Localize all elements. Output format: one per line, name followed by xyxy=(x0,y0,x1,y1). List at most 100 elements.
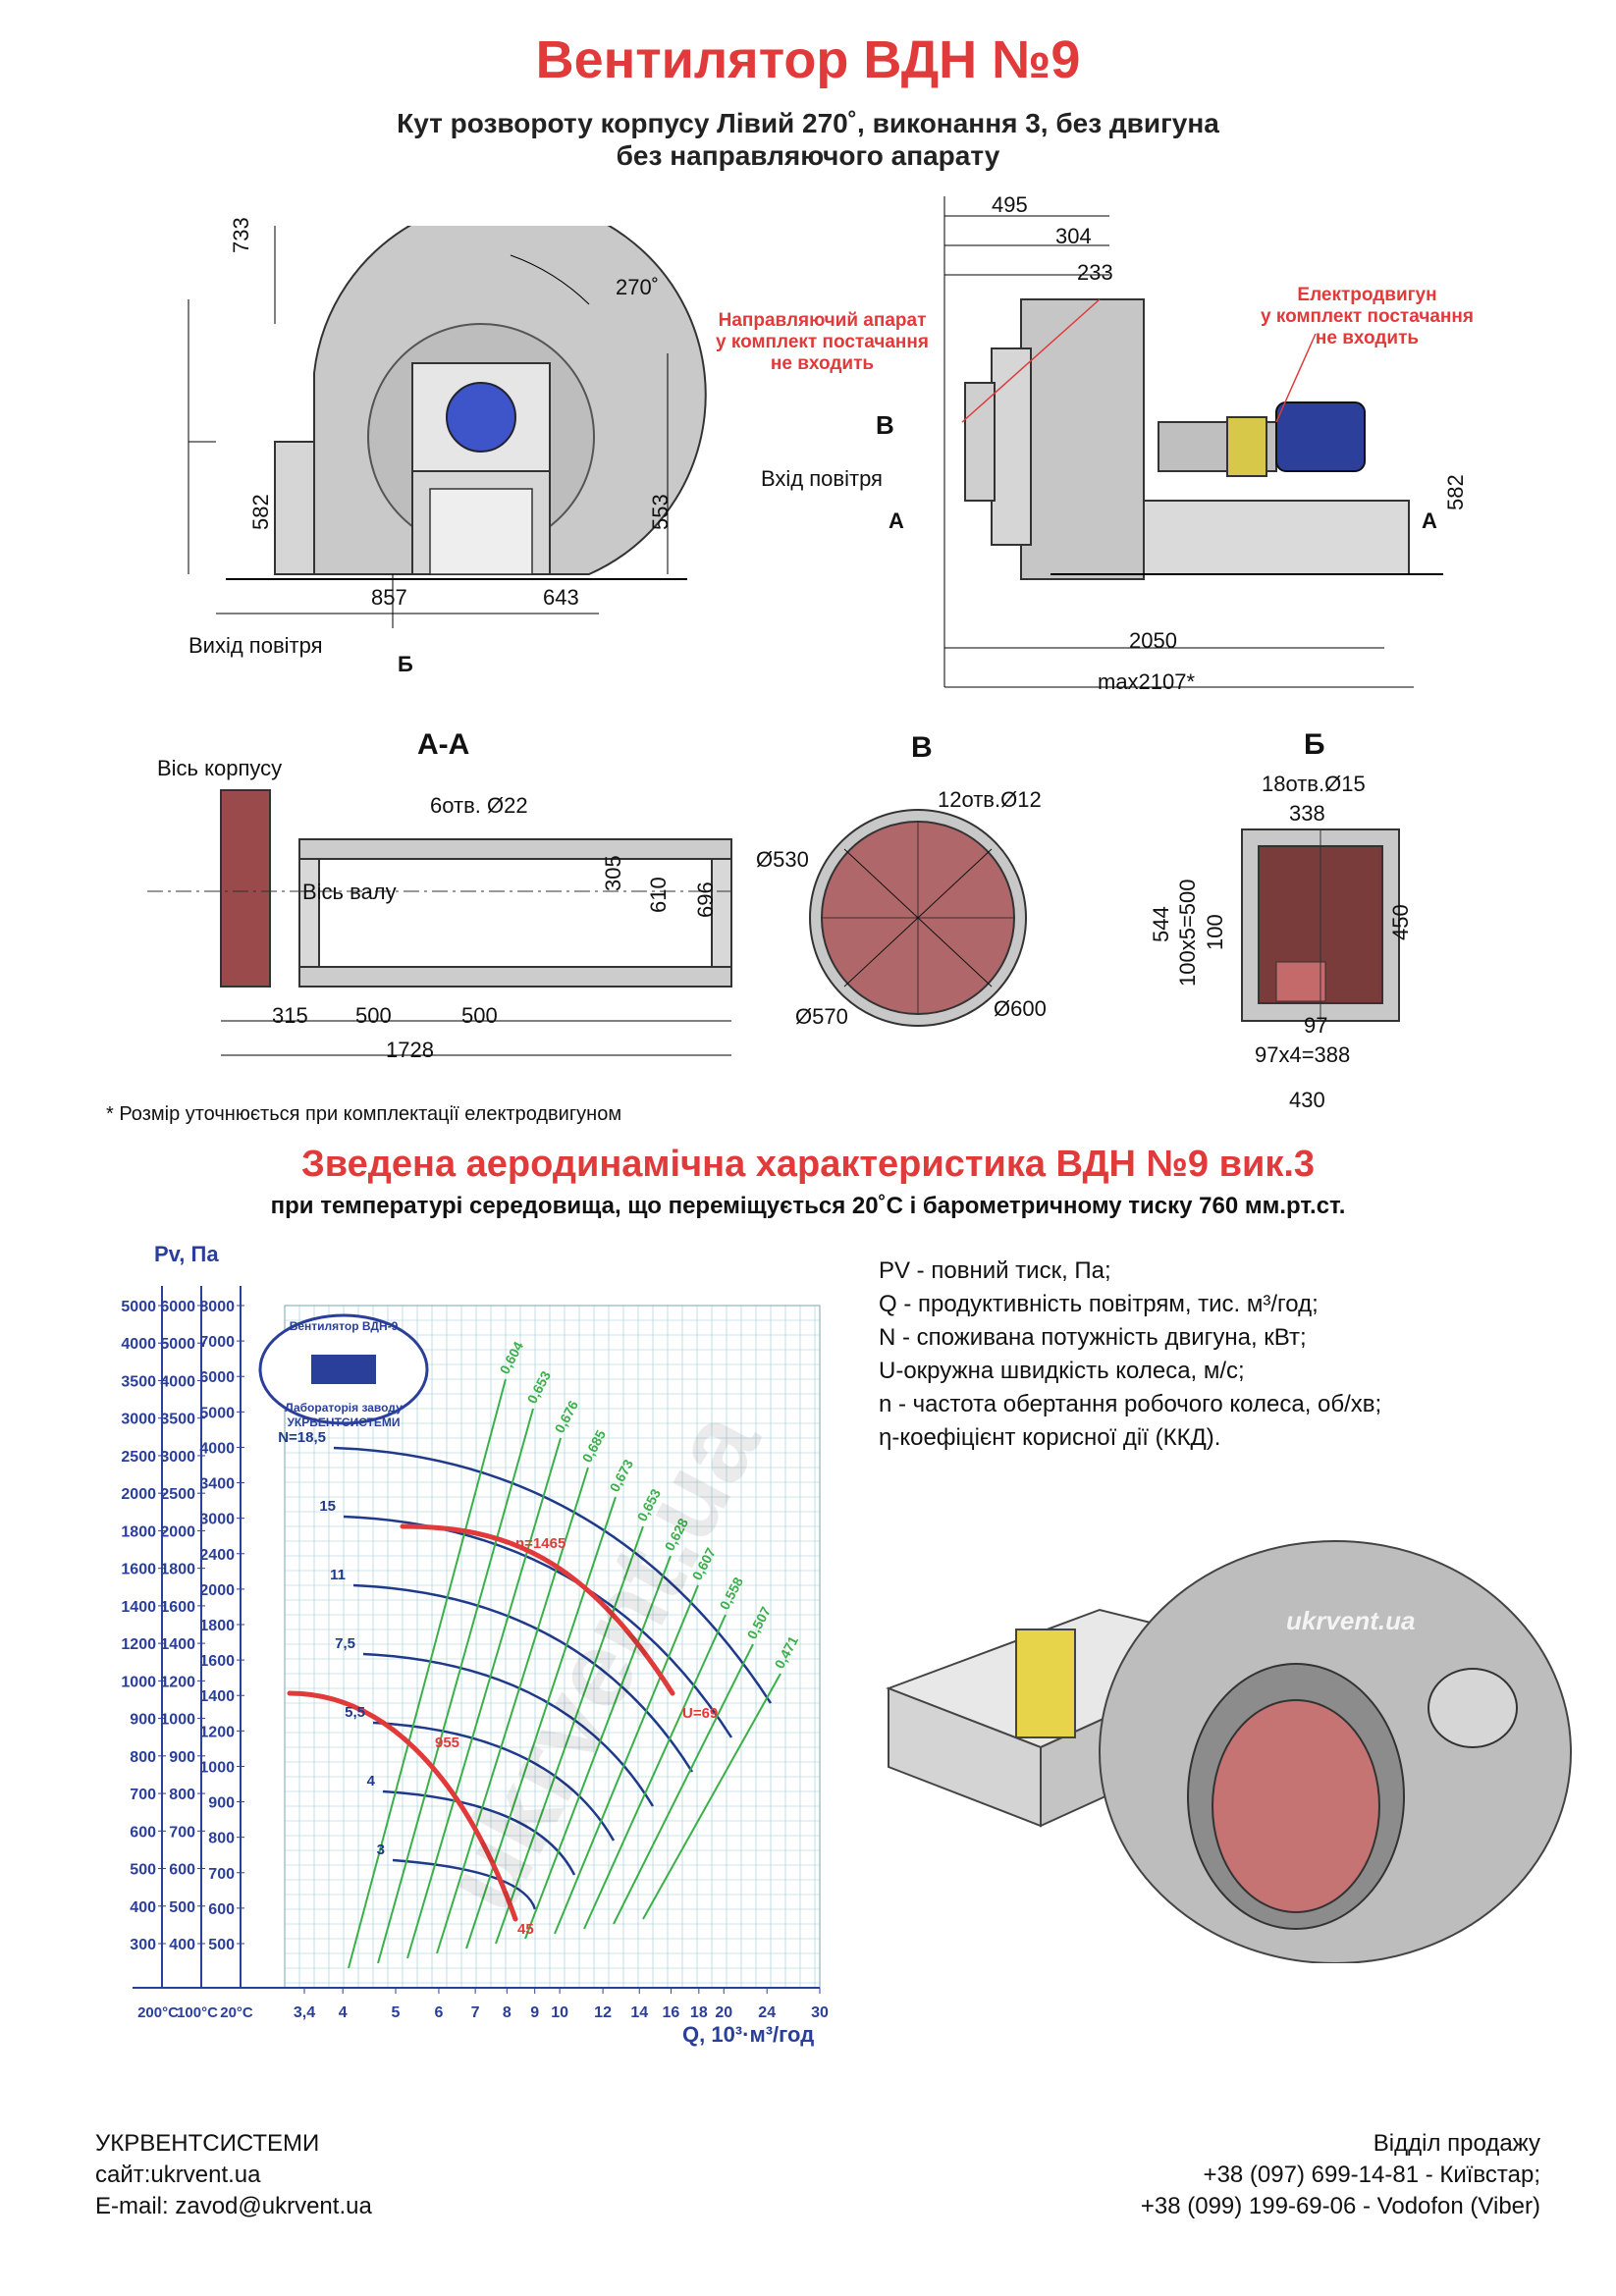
x-axis-label: Q, 10³·м³/год xyxy=(682,2022,815,2047)
y-tick-label: 2500 xyxy=(160,1486,195,1503)
y-tick-label: 1400 xyxy=(199,1688,235,1705)
dim-643: 643 xyxy=(543,585,579,610)
speed-curve xyxy=(287,1690,518,1922)
y-tick-label: 1800 xyxy=(160,1562,195,1578)
y-tick-label: 500 xyxy=(130,1862,156,1879)
power-label: 4 xyxy=(367,1773,376,1789)
dim-max2107: max2107* xyxy=(1098,669,1196,694)
speed-curve xyxy=(400,1523,675,1696)
efficiency-label: 0,653 xyxy=(524,1368,555,1407)
efficiency-line xyxy=(642,1673,781,1920)
power-label: 3 xyxy=(377,1842,385,1858)
efficiency-line xyxy=(583,1614,727,1930)
x-tick-label: 6 xyxy=(434,2004,443,2021)
y-tick-label: 2000 xyxy=(121,1486,156,1503)
x-tick-label: 24 xyxy=(758,2004,776,2021)
y-tick-label: 3500 xyxy=(160,1412,195,1428)
sales-dept: Відділ продажу xyxy=(1373,2130,1540,2157)
x-tick-label: 30 xyxy=(811,2004,829,2021)
power-curve xyxy=(343,1515,733,1738)
x-tick-label: 5 xyxy=(392,2004,401,2021)
phone-kyivstar[interactable]: +38 (097) 699-14-81 - Київстар; xyxy=(1203,2162,1540,2188)
efficiency-label: 0,676 xyxy=(552,1398,582,1436)
y-tick-label: 1800 xyxy=(121,1523,156,1540)
render-watermark: ukrvent.ua xyxy=(1286,1606,1416,1635)
phone-vodafone[interactable]: +38 (099) 199-69-06 - Vodofon (Viber) xyxy=(1140,2193,1540,2219)
footer-left: УКРВЕНТСИСТЕМИ сайт:ukrvent.ua E-mail: z… xyxy=(95,2128,372,2222)
y-tick-label: 1400 xyxy=(121,1599,156,1616)
y-tick-label: 800 xyxy=(169,1787,195,1803)
angle-label: 270˚ xyxy=(616,275,660,299)
power-curve xyxy=(352,1583,694,1773)
x-tick-label: 14 xyxy=(630,2004,648,2021)
dim-553: 553 xyxy=(648,494,673,530)
legend-u: U-окружна швидкість колеса, м/с; xyxy=(879,1358,1245,1384)
power-curve xyxy=(382,1789,576,1876)
section-v-drawing xyxy=(809,809,1027,1027)
company-email[interactable]: E-mail: zavod@ukrvent.ua xyxy=(95,2193,372,2219)
dim-233: 233 xyxy=(1077,260,1113,285)
x-tick-label: 20 xyxy=(715,2004,732,2021)
speed-end-label: 45 xyxy=(517,1921,534,1938)
y-tick-label: 2500 xyxy=(121,1449,156,1466)
x-tick-label: 8 xyxy=(503,2004,512,2021)
efficiency-line xyxy=(495,1525,644,1945)
dim-100x5: 100x5=500 xyxy=(1175,879,1200,988)
holes-b: 18отв.Ø15 xyxy=(1262,772,1366,796)
speed-label: n=1465 xyxy=(515,1535,566,1552)
legend-eta: η-коефіцієнт корисної дії (ККД). xyxy=(879,1424,1221,1451)
dia-600: Ø600 xyxy=(994,996,1047,1021)
logo-text: Вентилятор ВДН-9 xyxy=(290,1319,399,1333)
x-tick-label: 10 xyxy=(551,2004,568,2021)
y-tick-label: 1000 xyxy=(121,1674,156,1690)
y-tick-label: 1800 xyxy=(199,1618,235,1634)
dim-2050: 2050 xyxy=(1129,628,1177,653)
y-tick-label: 1200 xyxy=(160,1674,195,1690)
y-tick-label: 700 xyxy=(208,1866,235,1883)
section-b-title: Б xyxy=(1304,728,1325,761)
y-tick-label: 5000 xyxy=(160,1336,195,1353)
x-tick-label: 12 xyxy=(594,2004,612,2021)
company-name: УКРВЕНТСИСТЕМИ xyxy=(95,2130,320,2157)
x-tick-label: 3,4 xyxy=(294,2004,315,2021)
dim-610: 610 xyxy=(646,877,671,913)
section-mark-b: Б xyxy=(398,652,413,676)
chart-curves xyxy=(287,1378,781,1969)
power-curve xyxy=(333,1446,773,1704)
fan-3d-render: ukrvent.ua xyxy=(886,1540,1572,1963)
dim-305: 305 xyxy=(601,855,625,891)
page-subtitle-2: без направляючого апарату xyxy=(616,140,1000,171)
power-label: 5,5 xyxy=(345,1704,365,1721)
x-tick-label: 7 xyxy=(471,2004,480,2021)
dim-857: 857 xyxy=(371,585,407,610)
logo-text: Лабораторія заводу xyxy=(285,1401,403,1415)
dim-338: 338 xyxy=(1289,801,1325,826)
holes-v: 12отв.Ø12 xyxy=(938,787,1042,812)
company-site[interactable]: сайт:ukrvent.ua xyxy=(95,2162,261,2188)
y-tick-label: 500 xyxy=(208,1937,235,1953)
dia-570: Ø570 xyxy=(795,1004,848,1029)
efficiency-line xyxy=(406,1437,562,1959)
section-b-drawing xyxy=(1241,828,1400,1022)
page-subtitle: Кут розвороту корпусу Лівий 270˚, викона… xyxy=(397,108,1219,138)
mark-v: В xyxy=(876,410,894,440)
efficiency-line xyxy=(524,1555,672,1940)
dim-582-side: 582 xyxy=(1443,474,1468,510)
y-tick-label: 400 xyxy=(130,1899,156,1916)
y-axis-label: Pv, Па xyxy=(154,1242,219,1266)
y-tick-label: 400 xyxy=(169,1937,195,1953)
side-view-drawing xyxy=(943,196,1443,688)
y-tick-label: 300 xyxy=(130,1937,156,1953)
section-aa-title: А-А xyxy=(417,728,470,761)
chart-watermark: ukrvent.ua xyxy=(420,1391,783,1931)
y-tick-label: 5000 xyxy=(121,1299,156,1315)
y-tick-label: 1200 xyxy=(199,1724,235,1740)
y-tick-label: 1400 xyxy=(160,1636,195,1653)
y-tick-label: 700 xyxy=(169,1824,195,1841)
legend: PV - повний тиск, Па; Q - продуктивність… xyxy=(879,1255,1381,1455)
efficiency-label: 0,507 xyxy=(744,1604,775,1642)
efficiency-label: 0,558 xyxy=(717,1575,747,1613)
power-label: 11 xyxy=(330,1567,346,1583)
